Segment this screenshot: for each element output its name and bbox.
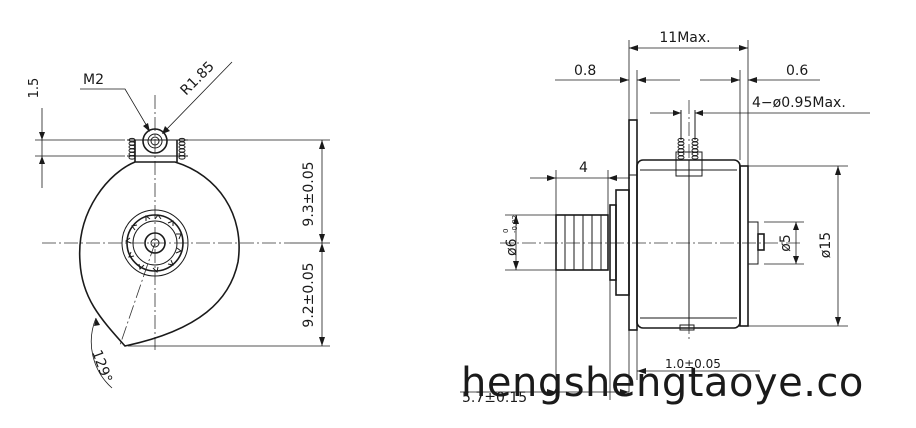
dim-4: 4 — [579, 160, 588, 176]
front-flange-circle — [121, 209, 189, 277]
dim-0-6: 0.6 — [786, 63, 808, 79]
label-r1-85: R1.85 — [178, 59, 218, 99]
watermark-text: hengshengtaoye.co — [461, 360, 864, 406]
mount-hole — [142, 128, 168, 154]
svg-text:ø6: ø6 — [504, 238, 520, 256]
dim-phi5: ø5 — [778, 234, 794, 251]
dim-129: 129° — [88, 348, 115, 385]
front-view: 1.5 M2 R1.85 9.3±0.05 9.2±0.05 129° — [27, 59, 330, 389]
dim-phi6: ø6 0 -0.02 — [502, 215, 520, 256]
dim-0-8: 0.8 — [574, 63, 596, 79]
dim-11max: 11Max. — [659, 30, 710, 46]
side-view: 11Max. 0.8 0.6 4−ø0.95Max. 4 — [460, 30, 870, 406]
gear-side — [555, 214, 609, 271]
dim-1-0: 1.0±0.05 — [665, 357, 721, 371]
dim-1-5: 1.5 — [27, 78, 42, 99]
dim-9-3: 9.3±0.05 — [301, 161, 317, 226]
dim-5-7: 5.7±0.15 — [462, 390, 527, 406]
shaft — [144, 232, 166, 254]
svg-text:-0.02: -0.02 — [511, 215, 519, 233]
gear-teeth — [124, 214, 183, 274]
dim-pin: 4−ø0.95Max. — [752, 95, 846, 111]
dim-9-2: 9.2±0.05 — [301, 262, 317, 327]
svg-text:0: 0 — [502, 229, 510, 233]
motor-body-outline — [78, 161, 240, 347]
dim-phi15: ø15 — [818, 232, 834, 258]
label-m2: M2 — [83, 72, 104, 88]
mounting-plate — [628, 119, 638, 331]
